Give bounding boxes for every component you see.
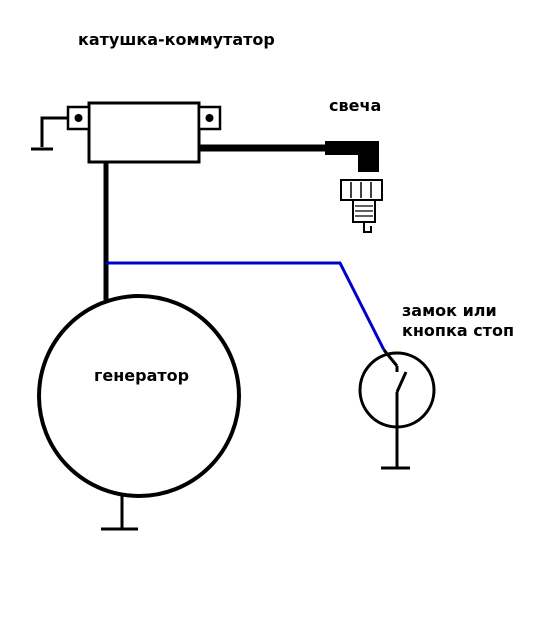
generator-ground-icon (101, 496, 138, 531)
ignition-coil-icon (66, 101, 222, 164)
switch-label-line2: кнопка стоп (402, 321, 514, 340)
coil-label: катушка-коммутатор (78, 30, 275, 49)
coil-ground-icon (31, 116, 68, 151)
spark-plug-label: свеча (329, 96, 382, 115)
spark-plug-icon (325, 141, 383, 233)
kill-switch-icon (358, 349, 436, 467)
switch-label: замок или кнопка стоп (402, 301, 514, 341)
switch-label-line1: замок или (402, 301, 497, 320)
kill-wire (106, 261, 386, 351)
generator-label: генератор (94, 366, 190, 385)
generator-circle-icon (37, 294, 241, 498)
